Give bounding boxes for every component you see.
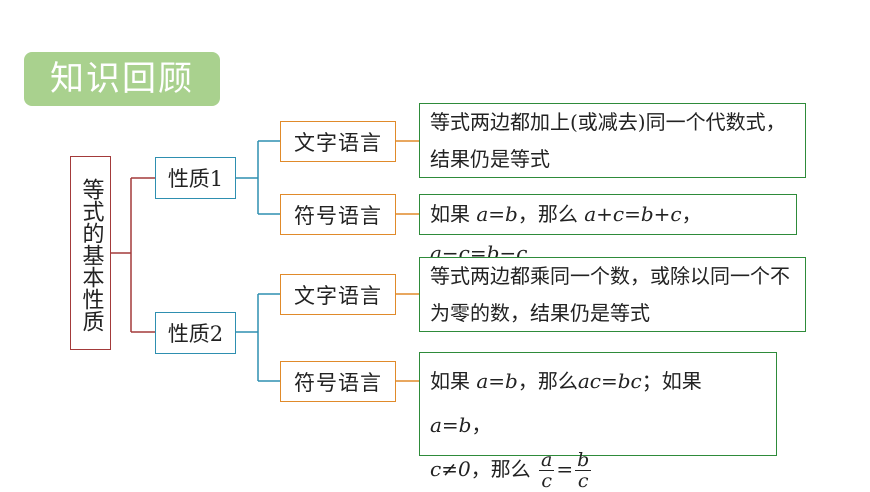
symbol-then-2: ，那么 bbox=[470, 457, 538, 481]
property1-text-content: 等式两边都加上(或减去)同一个代数式，结果仍是等式 bbox=[419, 103, 806, 178]
property2-node: 性质2 bbox=[155, 312, 236, 354]
symbol-then: ，那么 bbox=[517, 369, 578, 393]
property2-text-content: 等式两边都乘同一个数，或除以同一个不为零的数，结果仍是等式 bbox=[419, 257, 806, 332]
fraction-right-denominator: c bbox=[577, 470, 589, 492]
fraction-left-denominator: c bbox=[541, 470, 553, 492]
property1-symbol-language-node: 符号语言 bbox=[280, 194, 396, 235]
symbol-second-prefix: ；如果 bbox=[641, 369, 702, 393]
symbol-prefix: 如果 bbox=[430, 369, 477, 393]
symbol-condition: a=b bbox=[476, 369, 518, 393]
symbol-separator: ， bbox=[681, 202, 702, 226]
root-node-equation-properties: 等式的基本性质 bbox=[70, 156, 111, 350]
symbol-prefix: 如果 bbox=[430, 202, 477, 226]
symbol-then: ，那么 bbox=[517, 202, 585, 226]
symbol-nonzero-condition: c≠0 bbox=[430, 457, 471, 481]
equals-sign: = bbox=[556, 457, 574, 481]
property2-text-language-node: 文字语言 bbox=[280, 274, 396, 315]
property2-text-content-line: 等式两边都乘同一个数，或除以同一个不为零的数，结果仍是等式 bbox=[430, 264, 790, 325]
symbol-result-add: a+c=b+c bbox=[584, 202, 682, 226]
property2-symbol-language-node: 符号语言 bbox=[280, 361, 396, 402]
fraction-left-numerator: a bbox=[541, 449, 553, 471]
property1-node: 性质1 bbox=[155, 157, 236, 199]
symbol-result-multiply: ac=bc bbox=[577, 369, 642, 393]
symbol-condition: a=b bbox=[476, 202, 518, 226]
section-title: 知识回顾 bbox=[24, 52, 220, 106]
symbol-comma: ， bbox=[471, 413, 492, 437]
property1-text-language-node: 文字语言 bbox=[280, 121, 396, 162]
property1-text-content-line: 等式两边都加上(或减去)同一个代数式，结果仍是等式 bbox=[430, 110, 786, 171]
property1-symbol-content: 如果 a=b，那么 a+c=b+c，a−c=b−c bbox=[419, 194, 797, 265]
fraction-right-numerator: b bbox=[577, 449, 590, 471]
symbol-second-condition: a=b bbox=[430, 413, 472, 437]
